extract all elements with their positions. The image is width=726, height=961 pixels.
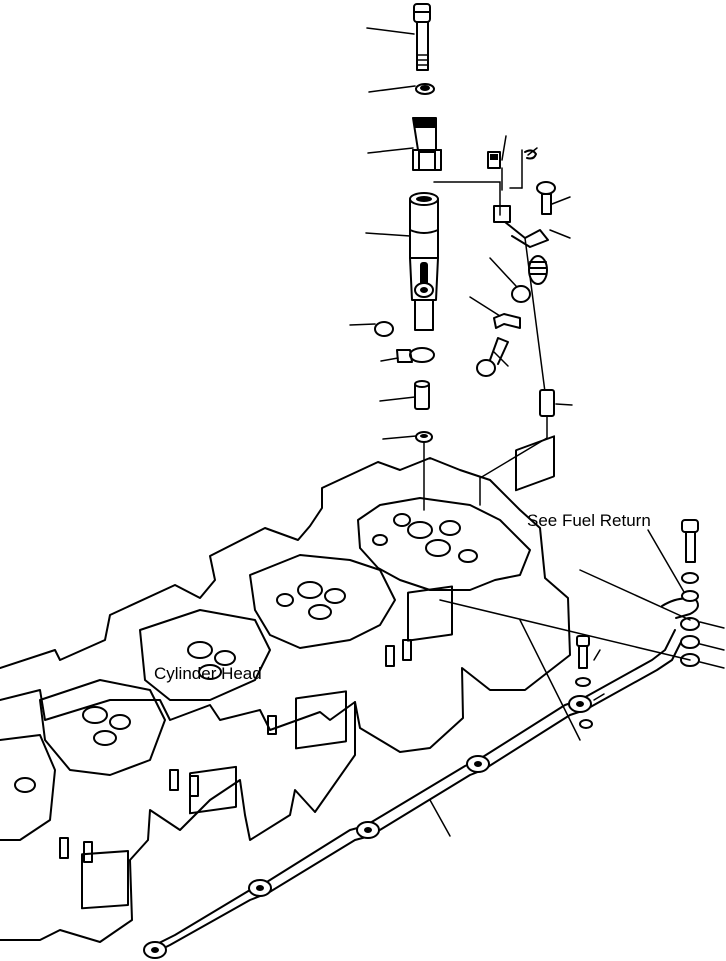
mounting-bolt	[413, 3, 431, 71]
injector-clamp	[412, 117, 442, 171]
cylinder-head	[0, 435, 571, 943]
callout-leaders-right	[469, 135, 573, 406]
o-ring	[374, 321, 394, 337]
side-ports	[81, 435, 555, 910]
valve-ports	[14, 513, 478, 793]
head-studs	[59, 639, 412, 863]
injector-assembly	[374, 3, 442, 511]
o-ring	[511, 285, 531, 303]
clamp-bolt	[476, 337, 509, 377]
seal-ring	[396, 347, 435, 363]
spacer	[539, 389, 555, 417]
injector-body	[409, 192, 439, 331]
cylinder-head-label: Cylinder Head	[154, 664, 262, 683]
fuel-return-reference-label: See Fuel Return	[527, 511, 651, 530]
callout-leaders-pipe	[429, 529, 725, 837]
fuel-line-clip-assembly	[433, 149, 556, 506]
callout-leaders-left	[349, 27, 417, 440]
sleeve	[414, 380, 430, 410]
spring	[528, 255, 548, 285]
fuel-return-pipe	[143, 519, 700, 959]
bracket-bolt	[536, 181, 556, 215]
